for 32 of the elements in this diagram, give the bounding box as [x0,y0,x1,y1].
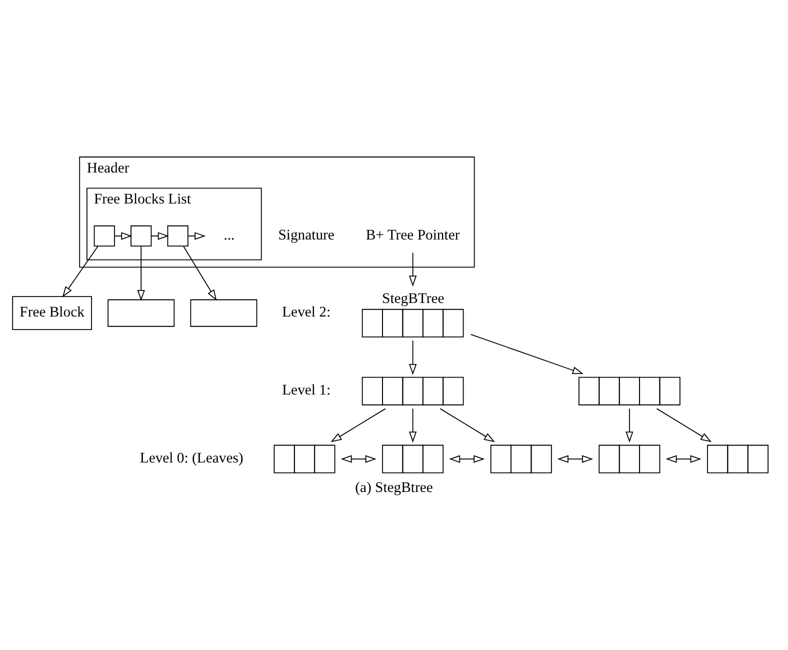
arrow [656,408,712,442]
label: Level 1: [282,382,331,399]
node-label: StegBTree [382,290,444,307]
node-box [167,225,188,247]
arrow [626,408,634,443]
node-box [130,225,152,247]
node-text: B+ Tree Pointer [366,227,460,244]
arrow [182,246,217,301]
arrow [449,455,485,463]
arrow [408,252,417,287]
arrow [330,408,386,442]
arrow [114,232,132,240]
arrow [62,246,98,298]
arrow [557,455,594,463]
arrow [470,334,584,374]
node-box [108,299,175,327]
arrow [188,232,206,240]
node-box [94,225,115,247]
arrow [340,455,376,463]
node-box [190,299,258,327]
arrow [150,232,169,240]
label: Level 2: [282,304,331,321]
label: Level 0: (Leaves) [140,450,244,467]
arrow [440,408,495,442]
arrow [408,340,417,376]
caption: (a) StegBtree [355,480,433,496]
arrow [666,455,702,463]
node-box: Free Block [12,296,92,330]
node-text: ... [224,227,235,244]
arrow [137,246,145,301]
node-text: Signature [278,227,334,244]
arrow [408,408,417,443]
